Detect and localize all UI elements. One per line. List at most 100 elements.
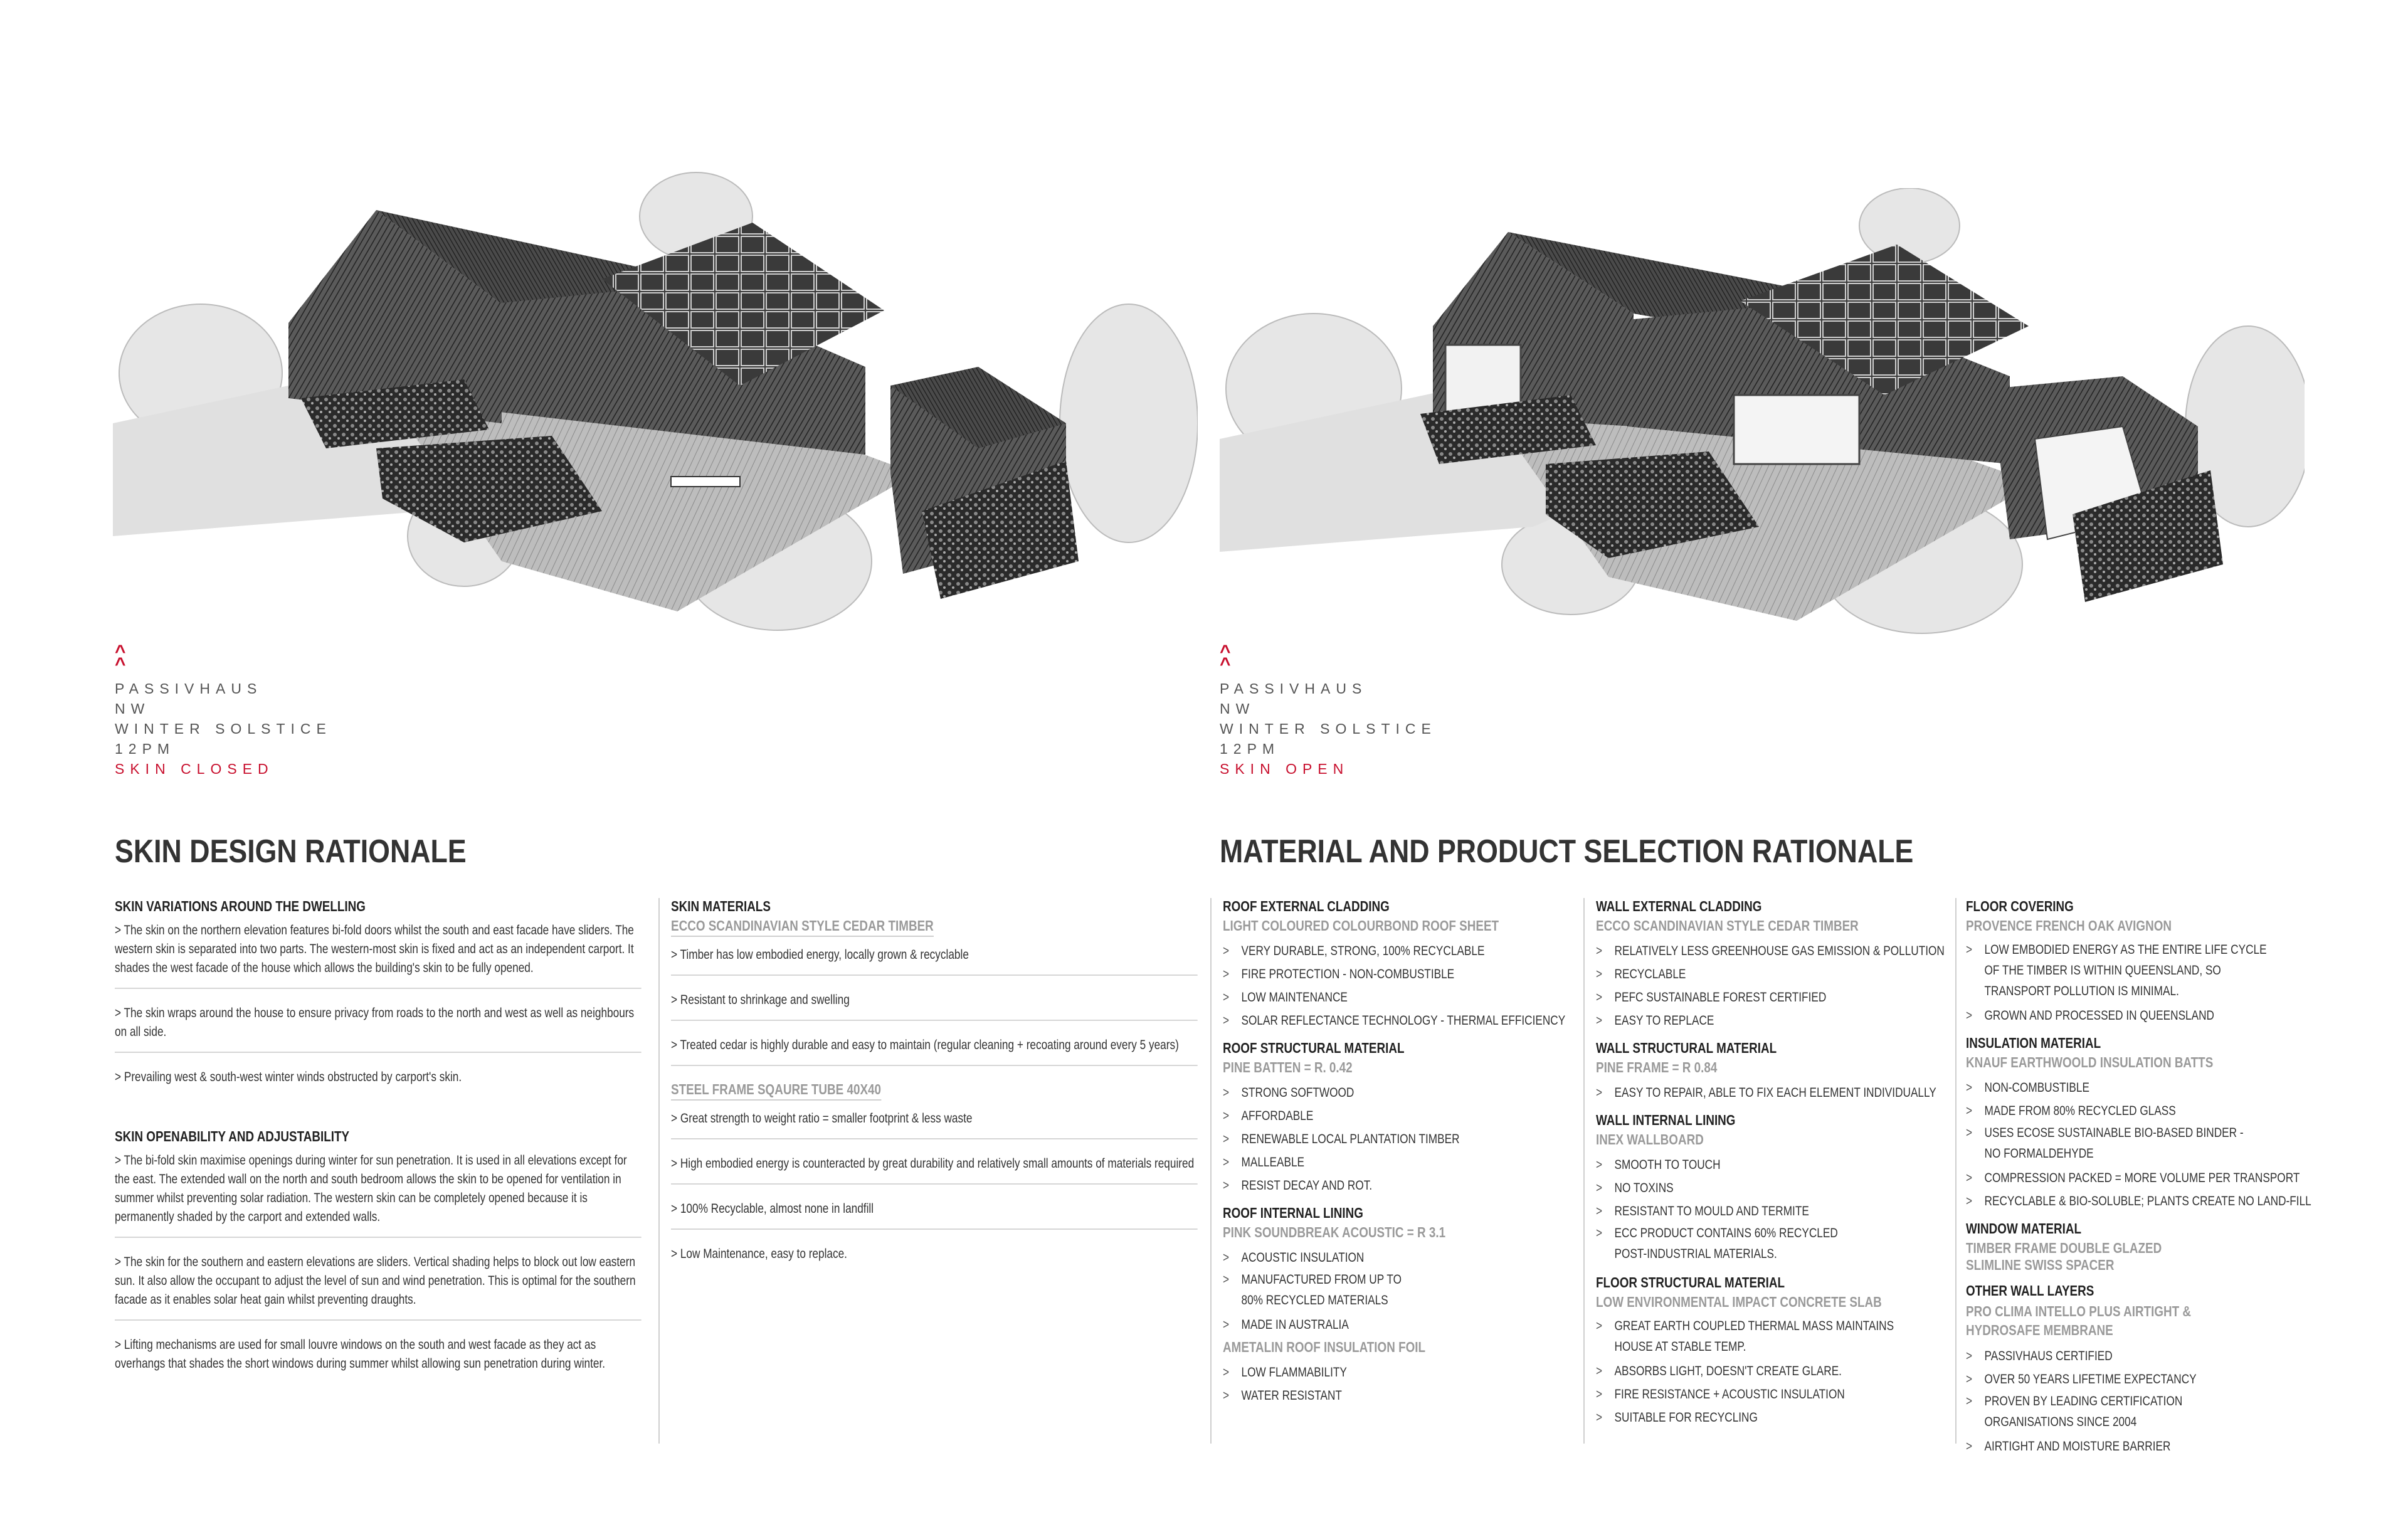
caption-line: PASSIVHAUS <box>115 680 263 697</box>
list-item: ECC PRODUCT CONTAINS 60% RECYCLED POST-I… <box>1596 1223 1840 1267</box>
caption-skin-closed: ^ ^ PASSIVHAUS NW WINTER SOLSTICE 12PM S… <box>115 642 332 779</box>
paragraph: > The skin on the northern elevation fea… <box>115 923 634 975</box>
paragraph: > Prevailing west & south-west winter wi… <box>115 1070 462 1084</box>
rendering-skin-closed <box>113 160 1198 649</box>
paragraph: > The skin wraps around the house to ens… <box>115 1006 635 1039</box>
bullet-list: SMOOTH TO TOUCH NO TOXINS RESISTANT TO M… <box>1596 1153 1953 1267</box>
caption-line: WINTER SOLSTICE <box>1220 721 1437 737</box>
section-heading: WALL EXTERNAL CLADDING <box>1596 898 1762 914</box>
list-item: LOW FLAMMABILITY <box>1223 1361 1580 1384</box>
list-item: NON-COMBUSTIBLE <box>1966 1076 2336 1099</box>
list-item: EASY TO REPLACE <box>1596 1009 1953 1032</box>
list-item: VERY DURABLE, STRONG, 100% RECYCLABLE <box>1223 939 1580 963</box>
list-item: LOW MAINTENANCE <box>1223 986 1580 1009</box>
caption-line: 12PM <box>1220 741 1281 757</box>
caption-line: 12PM <box>115 741 176 757</box>
up-arrow-icon: ^ <box>1220 642 1231 662</box>
section-heading: WALL STRUCTURAL MATERIAL <box>1596 1040 1777 1056</box>
caption-state: SKIN CLOSED <box>115 761 274 777</box>
material-subheading: PINE BATTEN = R. 0.42 <box>1223 1059 1353 1075</box>
section-heading: FLOOR STRUCTURAL MATERIAL <box>1596 1274 1785 1291</box>
paragraph: > Low Maintenance, easy to replace. <box>671 1247 847 1261</box>
column-divider <box>1955 898 1956 1444</box>
material-column-3: FLOOR COVERING PROVENCE FRENCH OAK AVIGN… <box>1966 898 2336 1466</box>
section-heading: ROOF EXTERNAL CLADDING <box>1223 898 1390 914</box>
list-item: ABSORBS LIGHT, DOESN'T CREATE GLARE. <box>1596 1360 1953 1383</box>
material-subheading: INEX WALLBOARD <box>1596 1131 1704 1148</box>
list-item: COMPRESSION PACKED = MORE VOLUME PER TRA… <box>1966 1166 2336 1190</box>
caption-state: SKIN OPEN <box>1220 761 1349 777</box>
list-item: MALLEABLE <box>1223 1151 1580 1174</box>
caption-line: NW <box>1220 700 1255 717</box>
list-item: EASY TO REPAIR, ABLE TO FIX EACH ELEMENT… <box>1596 1081 1953 1104</box>
list-item: PASSIVHAUS CERTIFIED <box>1966 1344 2336 1368</box>
material-subheading: STEEL FRAME SQAURE TUBE 40X40 <box>671 1081 882 1101</box>
skin-design-column-a: SKIN VARIATIONS AROUND THE DWELLING > Th… <box>115 898 642 1395</box>
list-item: FIRE PROTECTION - NON-COMBUSTIBLE <box>1223 963 1580 986</box>
skin-design-column-b: SKIN MATERIALS ECCO SCANDINAVIAN STYLE C… <box>671 898 1198 1285</box>
material-subheading: ECCO SCANDINAVIAN STYLE CEDAR TIMBER <box>1596 917 1859 934</box>
list-item: RECYCLABLE & BIO-SOLUBLE; PLANTS CREATE … <box>1966 1190 2336 1213</box>
list-item: AIRTIGHT AND MOISTURE BARRIER <box>1966 1435 2336 1458</box>
column-divider <box>658 898 660 1444</box>
section-heading: ROOF INTERNAL LINING <box>1223 1205 1363 1221</box>
material-subheading: TIMBER FRAME DOUBLE GLAZED <box>1966 1240 2162 1256</box>
bullet-list: RELATIVELY LESS GREENHOUSE GAS EMISSION … <box>1596 939 1953 1032</box>
material-subheading: PINK SOUNDBREAK ACOUSTIC = R 3.1 <box>1223 1224 1446 1240</box>
section-heading: SKIN OPENABILITY AND ADJUSTABILITY <box>115 1128 350 1144</box>
material-column-1: ROOF EXTERNAL CLADDING LIGHT COLOURED CO… <box>1223 898 1580 1415</box>
bullet-list: ACOUSTIC INSULATION MANUFACTURED FROM UP… <box>1223 1246 1580 1336</box>
section-heading: OTHER WALL LAYERS <box>1966 1282 2094 1299</box>
material-subheading: LOW ENVIRONMENTAL IMPACT CONCRETE SLAB <box>1596 1294 1882 1310</box>
list-item: MANUFACTURED FROM UP TO 80% RECYCLED MAT… <box>1223 1269 1406 1313</box>
paragraph: > High embodied energy is counteracted b… <box>671 1156 1195 1171</box>
material-column-2: WALL EXTERNAL CLADDING ECCO SCANDINAVIAN… <box>1596 898 1953 1437</box>
column-divider <box>1583 898 1585 1444</box>
bullet-list: PASSIVHAUS CERTIFIED OVER 50 YEARS LIFET… <box>1966 1344 2336 1458</box>
section-heading: SKIN MATERIALS <box>671 898 771 914</box>
paragraph: > Great strength to weight ratio = small… <box>671 1111 973 1126</box>
up-arrow-icon: ^ <box>115 654 126 675</box>
bullet-list: STRONG SOFTWOOD AFFORDABLE RENEWABLE LOC… <box>1223 1081 1580 1197</box>
bullet-list: GREAT EARTH COUPLED THERMAL MASS MAINTAI… <box>1596 1316 1953 1429</box>
list-item: USES ECOSE SUSTAINABLE BIO-BASED BINDER … <box>1966 1122 2252 1166</box>
caption-line: NW <box>115 700 150 717</box>
bullet-list: LOW FLAMMABILITY WATER RESISTANT <box>1223 1361 1580 1407</box>
list-item: PROVEN BY LEADING CERTIFICATION ORGANISA… <box>1966 1391 2273 1435</box>
section-heading: ROOF STRUCTURAL MATERIAL <box>1223 1040 1405 1056</box>
bullet-list: NON-COMBUSTIBLE MADE FROM 80% RECYCLED G… <box>1966 1076 2336 1213</box>
list-item: RESISTANT TO MOULD AND TERMITE <box>1596 1200 1953 1223</box>
list-item: SUITABLE FOR RECYCLING <box>1596 1406 1953 1429</box>
material-subheading: SLIMLINE SWISS SPACER <box>1966 1257 2115 1273</box>
section-heading: FLOOR COVERING <box>1966 898 2074 914</box>
bullet-list: EASY TO REPAIR, ABLE TO FIX EACH ELEMENT… <box>1596 1081 1953 1104</box>
up-arrow-icon: ^ <box>1220 654 1231 675</box>
up-arrow-icon: ^ <box>115 642 126 662</box>
paragraph: > Treated cedar is highly durable and ea… <box>671 1038 1179 1052</box>
bullet-list: VERY DURABLE, STRONG, 100% RECYCLABLE FI… <box>1223 939 1580 1032</box>
list-item: SOLAR REFLECTANCE TECHNOLOGY - THERMAL E… <box>1223 1009 1580 1032</box>
material-subheading: LIGHT COLOURED COLOURBOND ROOF SHEET <box>1223 917 1499 934</box>
list-item: RELATIVELY LESS GREENHOUSE GAS EMISSION … <box>1596 939 1953 963</box>
section-heading: INSULATION MATERIAL <box>1966 1035 2101 1051</box>
paragraph: > Timber has low embodied energy, locall… <box>671 948 969 962</box>
list-item: SMOOTH TO TOUCH <box>1596 1153 1953 1176</box>
list-item: LOW EMBODIED ENERGY AS THE ENTIRE LIFE C… <box>1966 939 2273 1004</box>
skin-design-title: SKIN DESIGN RATIONALE <box>115 833 467 870</box>
list-item: GROWN AND PROCESSED IN QUEENSLAND <box>1966 1004 2336 1027</box>
paragraph: > Lifting mechanisms are used for small … <box>115 1338 606 1371</box>
material-selection-title: MATERIAL AND PRODUCT SELECTION RATIONALE <box>1220 833 1914 870</box>
material-subheading: PROVENCE FRENCH OAK AVIGNON <box>1966 917 2172 934</box>
list-item: NO TOXINS <box>1596 1176 1953 1200</box>
list-item: OVER 50 YEARS LIFETIME EXPECTANCY <box>1966 1368 2336 1391</box>
list-item: RENEWABLE LOCAL PLANTATION TIMBER <box>1223 1128 1580 1151</box>
paragraph: > Resistant to shrinkage and swelling <box>671 993 850 1007</box>
material-subheading: PRO CLIMA INTELLO PLUS AIRTIGHT & HYDROS… <box>1966 1303 2192 1338</box>
caption-skin-open: ^ ^ PASSIVHAUS NW WINTER SOLSTICE 12PM S… <box>1220 642 1437 779</box>
list-item: AFFORDABLE <box>1223 1104 1580 1128</box>
list-item: MADE FROM 80% RECYCLED GLASS <box>1966 1099 2336 1122</box>
list-item: GREAT EARTH COUPLED THERMAL MASS MAINTAI… <box>1596 1316 1923 1360</box>
caption-line: WINTER SOLSTICE <box>115 721 332 737</box>
material-subheading: ECCO SCANDINAVIAN STYLE CEDAR TIMBER <box>671 917 934 937</box>
paragraph: > 100% Recyclable, almost none in landfi… <box>671 1202 874 1216</box>
